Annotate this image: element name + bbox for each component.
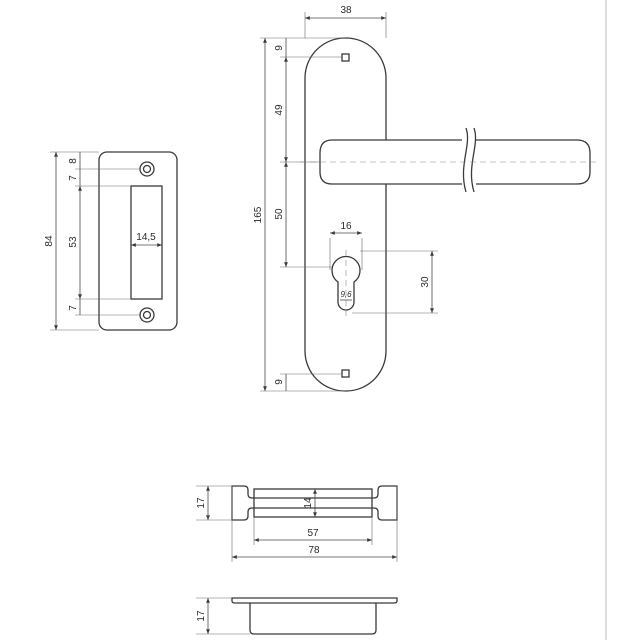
strike-plate-height-label: 84 [44,235,55,247]
handle-lever-cylinder-label: 50 [274,208,285,220]
handle-backplate [304,37,387,392]
box-inner [253,488,373,518]
handle-width-label: 38 [340,5,352,16]
handle-bottom-hole-label: 9 [274,379,285,385]
box-side-view: 17 [196,597,398,635]
strike-plate-screw-opening-label: 7 [68,175,79,181]
handle-hole-lever-label: 49 [274,104,285,116]
strike-plate-top-offset-label: 8 [68,158,79,164]
box-side-height-label: 17 [196,610,207,622]
box-inner-height-label: 14 [303,497,314,509]
strike-plate-screw-top [139,161,155,177]
strike-plate-opening-height-label: 53 [68,236,79,248]
handle-total-height-label: 165 [253,206,264,223]
cylinder-small-width-label: 9,6 [340,290,352,299]
strike-plate-opening [130,185,163,300]
box-top-view: 17 14 57 78 [196,485,398,562]
box-inner-width-label: 57 [307,528,319,539]
strike-plate-bottom-offset-label: 7 [68,305,79,311]
handle-top-hole-label: 9 [274,45,285,51]
strike-plate-screw-bottom [139,307,155,323]
strike-plate-outline [98,151,178,331]
box-outer-width-label: 78 [308,545,320,556]
lever-break-line [462,127,469,193]
handle-top-screw [341,53,350,62]
box-height-label: 17 [196,497,207,509]
strike-plate: 84 8 7 53 7 14,5 [44,151,178,331]
handle-bottom-screw [341,369,350,378]
door-handle: 38 165 9 49 50 9 16 30 9,6 [253,5,600,392]
cylinder-keyhole [331,255,361,311]
strike-plate-opening-width-label: 14,5 [136,232,156,243]
cylinder-height-label: 30 [420,276,431,288]
cylinder-width-label: 16 [340,221,352,232]
box-side-flange [231,597,398,604]
box-side-body [249,603,377,635]
